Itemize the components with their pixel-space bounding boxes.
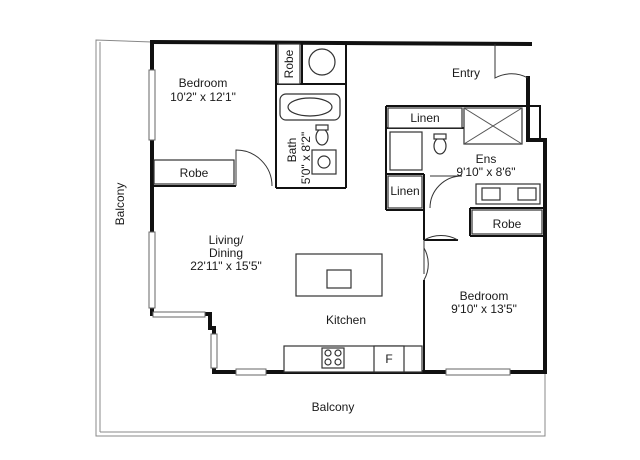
ensuite-size: 9'10" x 8'6" — [456, 165, 515, 179]
living-name-1: Living/ — [209, 233, 244, 247]
robe-bed1-label: Robe — [180, 166, 209, 180]
linen-top-label: Linen — [410, 111, 439, 125]
fridge — [373, 345, 405, 373]
bedroom1-name: Bedroom — [179, 76, 228, 90]
kitchen-fixtures — [283, 253, 423, 373]
bath-size: 5'0" x 8'2" — [299, 132, 313, 184]
ensuite-name: Ens — [476, 152, 497, 166]
balcony-west-label: Balcony — [113, 183, 127, 226]
robe-bath-label: Robe — [282, 49, 296, 78]
kitchen-name: Kitchen — [326, 313, 366, 327]
washer-circle — [308, 48, 336, 76]
balcony-outline — [95, 39, 546, 437]
bedroom2-size: 9'10" x 13'5" — [451, 302, 517, 316]
bath-name: Bath — [285, 138, 299, 163]
closet-boxes — [153, 43, 543, 235]
bedroom1-size: 10'2" x 12'1" — [170, 90, 236, 104]
living-name-2: Dining — [209, 246, 243, 260]
windows — [148, 69, 511, 376]
ens-cabinet — [389, 131, 423, 171]
living-size: 22'11" x 15'5" — [190, 259, 262, 273]
bath-toilet — [315, 128, 329, 146]
island-sink — [326, 269, 352, 289]
linen-mid-label: Linen — [390, 184, 419, 198]
bath-fixtures — [279, 48, 341, 175]
entry-name: Entry — [452, 66, 480, 80]
bedroom2-name: Bedroom — [460, 289, 509, 303]
balcony-south-label: Balcony — [312, 400, 355, 414]
robe-ens-label: Robe — [493, 217, 522, 231]
fridge-label: F — [385, 352, 392, 366]
interior-walls — [152, 42, 545, 372]
ens-toilet — [433, 137, 447, 155]
ensuite-fixtures — [389, 107, 541, 205]
doors — [235, 44, 529, 281]
